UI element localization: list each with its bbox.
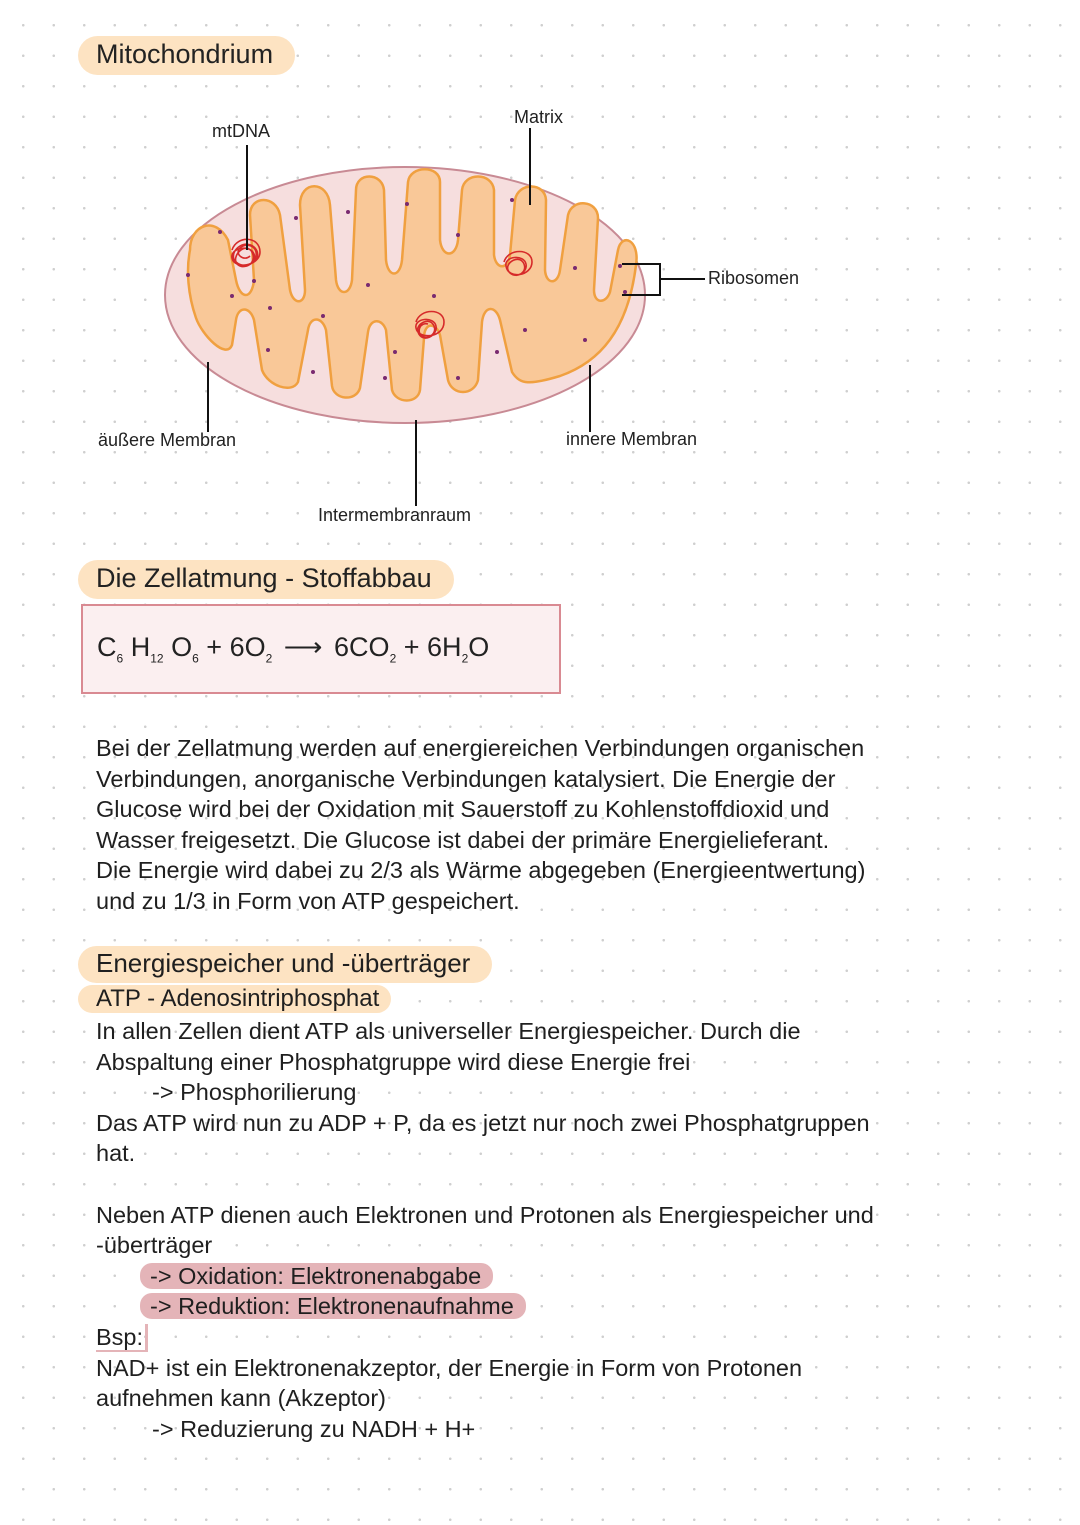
respiration-paragraph: Bei der Zellatmung werden auf energierei…	[96, 733, 865, 917]
mitochondrion-diagram	[164, 128, 705, 506]
diagram-title: Mitochondrium	[78, 36, 296, 75]
section-subtitle-atp: ATP - Adenosintriphosphat	[78, 985, 392, 1013]
paragraph-line: Abspaltung einer Phosphatgruppe wird die…	[96, 1048, 691, 1075]
paragraph-line: NAD+ ist ein Elektronenakzeptor, der Ene…	[96, 1354, 803, 1381]
label-lines	[207, 128, 705, 506]
label-matrix: Matrix	[514, 107, 563, 127]
paragraph-line: -> Oxidation: Elektronenabgabe	[96, 1261, 874, 1292]
ribosome-dots	[186, 198, 627, 380]
paragraph-line: In allen Zellen dient ATP als universell…	[96, 1018, 801, 1044]
paragraph-line: und zu 1/3 in Form von ATP gespeichert.	[96, 887, 520, 914]
paragraph-line: -überträger	[96, 1232, 213, 1259]
section-title-respiration: Die Zellatmung - Stoffabbau	[78, 560, 454, 599]
paragraph-line: -> Reduktion: Elektronenaufnahme	[96, 1291, 874, 1322]
highlight-oxidation: -> Oxidation: Elektronenabgabe	[140, 1262, 494, 1289]
paragraph-line: Bsp:	[96, 1322, 874, 1353]
paragraph-line: Glucose wird bei der Oxidation mit Sauer…	[96, 796, 830, 823]
label-outer-membrane: äußere Membran	[98, 430, 237, 450]
highlight-reduction: -> Reduktion: Elektronenaufnahme	[140, 1293, 526, 1320]
paragraph-line: Die Energie wird dabei zu 2/3 als Wärme …	[96, 857, 866, 884]
paragraph-line: hat.	[96, 1140, 136, 1167]
spacer	[96, 1169, 874, 1200]
paragraph-line: -> Phosphorilierung	[152, 1079, 357, 1106]
paragraph-line: aufnehmen kann (Akzeptor)	[96, 1385, 386, 1412]
example-label: Bsp:	[96, 1323, 149, 1352]
paragraph-line: Verbindungen, anorganische Verbindungen …	[96, 765, 836, 792]
paragraph-line: Wasser freigesetzt. Die Glucose ist dabe…	[96, 826, 830, 853]
paragraph-line: Das ATP wird nun zu ADP + P, da es jetzt…	[96, 1109, 870, 1136]
label-ribosomes: Ribosomen	[708, 268, 800, 288]
label-intermembrane-space: Intermembranraum	[318, 505, 472, 525]
section-title-energy: Energiespeicher und -überträger	[78, 946, 493, 983]
paragraph-line: -> Reduzierung zu NADH + H+	[152, 1415, 476, 1442]
label-inner-membrane: innere Membran	[566, 429, 698, 449]
paragraph-line: Bei der Zellatmung werden auf energierei…	[96, 735, 865, 761]
respiration-equation: C6 H12 O6 + 6O2 ⟶ 6CO2 + 6H2O	[97, 632, 490, 666]
equation-box: C6 H12 O6 + 6O2 ⟶ 6CO2 + 6H2O	[81, 604, 561, 694]
energy-paragraph: In allen Zellen dient ATP als universell…	[96, 1016, 874, 1444]
paragraph-line: Neben ATP dienen auch Elektronen und Pro…	[96, 1201, 874, 1228]
label-mtdna: mtDNA	[212, 121, 270, 141]
mtdna-scribble	[231, 238, 533, 339]
inner-membrane-matrix	[186, 168, 638, 402]
